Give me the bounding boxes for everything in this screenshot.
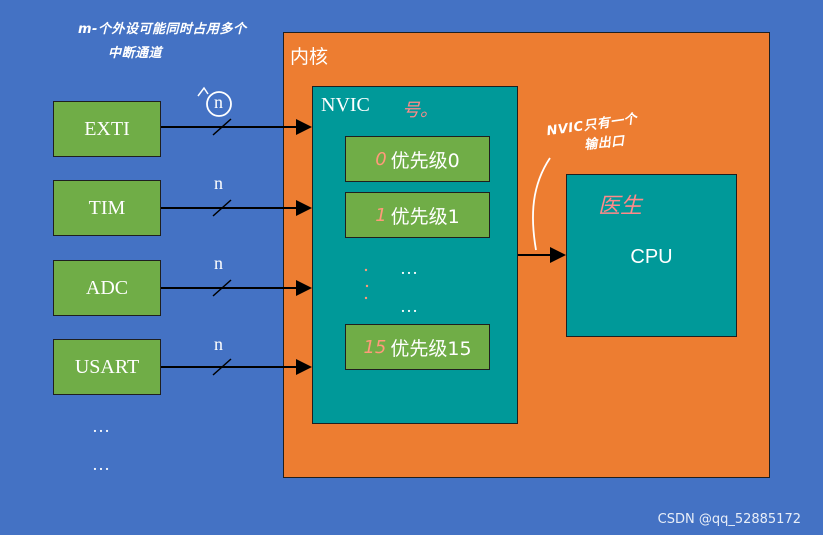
handwritten-dot xyxy=(364,268,368,272)
kernel-label: 内核 xyxy=(290,46,329,68)
handwritten-dot xyxy=(365,284,369,288)
source-ellipsis-2: … xyxy=(92,454,114,474)
cpu-label: CPU xyxy=(630,246,673,268)
channel-count-label: n xyxy=(214,253,223,273)
source-box-usart: USART xyxy=(53,339,161,395)
nvic-ellipsis-2: … xyxy=(400,296,422,316)
source-box-tim: TIM xyxy=(53,180,161,236)
bus-slash xyxy=(212,199,232,217)
source-ellipsis-1: … xyxy=(92,416,114,436)
priority-number: 15 xyxy=(363,336,387,358)
priority-label: 优先级15 xyxy=(390,337,472,360)
priority-box-0: 0 优先级0 xyxy=(345,136,490,182)
handwritten-circle xyxy=(206,91,232,117)
source-box-exti: EXTI xyxy=(53,101,161,157)
priority-label: 优先级0 xyxy=(390,149,460,172)
nvic-label: NVIC xyxy=(321,94,370,116)
channel-count-label: n xyxy=(214,334,223,354)
channel-count-label: n xyxy=(214,173,223,193)
channel-count-label: n xyxy=(214,92,223,112)
priority-number: 1 xyxy=(375,204,387,226)
cpu-handwritten-note: 医生 xyxy=(598,194,643,219)
priority-label: 优先级1 xyxy=(390,205,460,228)
handwritten-note-line2: 中断通道 xyxy=(108,46,163,61)
handwritten-curve-arrow xyxy=(532,157,551,251)
bus-slash xyxy=(212,358,232,376)
priority-box-1: 1 优先级1 xyxy=(345,192,490,238)
source-box-adc: ADC xyxy=(53,260,161,316)
priority-box-15: 15 优先级15 xyxy=(345,324,490,370)
handwritten-note-line1: m-个外设可能同时占用多个 xyxy=(78,22,247,37)
cpu-block xyxy=(566,174,737,337)
bus-slash xyxy=(212,118,232,136)
nvic-ellipsis-1: … xyxy=(400,258,422,278)
nvic-handwritten-symbol: 号。 xyxy=(402,100,438,121)
priority-number: 0 xyxy=(375,148,387,170)
handwritten-dot xyxy=(364,296,368,300)
bus-slash xyxy=(212,279,232,297)
handwritten-mark xyxy=(197,86,209,97)
watermark: CSDN @qq_52885172 xyxy=(657,512,801,527)
